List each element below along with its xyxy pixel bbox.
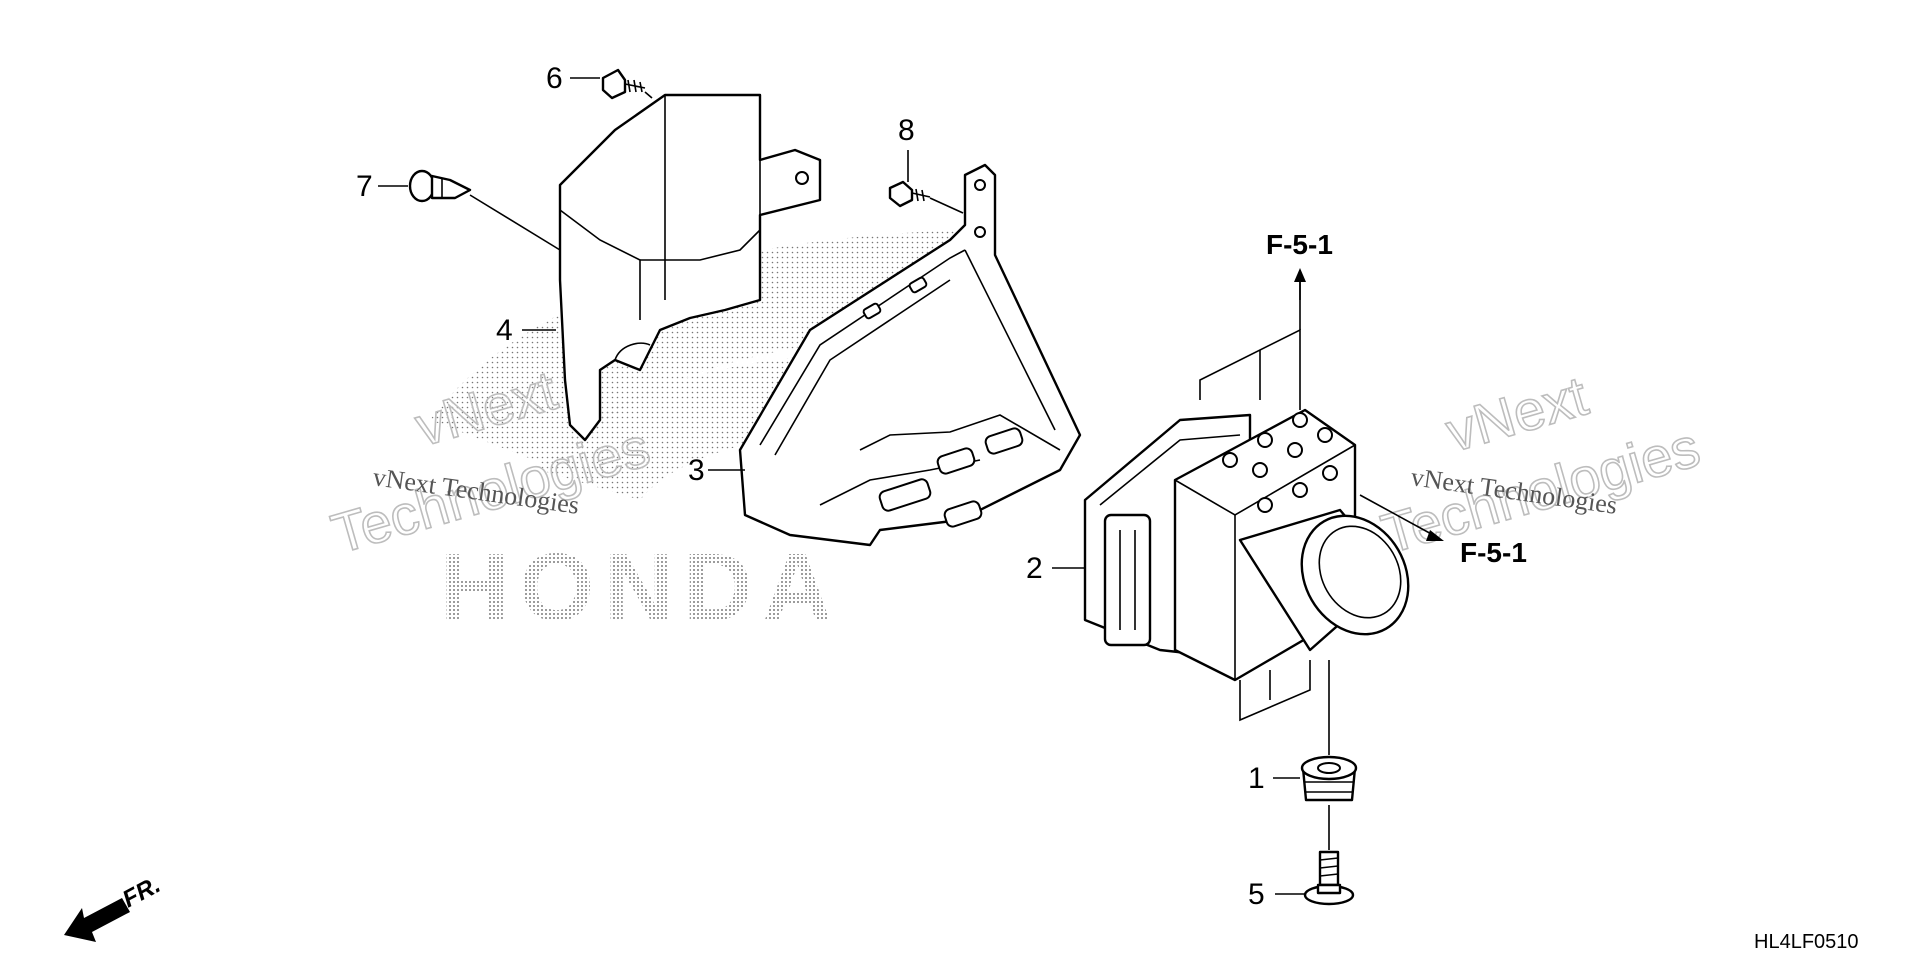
part-2-modulator (1083, 270, 1410, 722)
leader-lines (378, 77, 1305, 895)
callout-8: 8 (898, 114, 915, 147)
part-4-cover (558, 93, 822, 442)
callout-4: 4 (496, 314, 513, 347)
reference-label-right: F-5-1 (1460, 537, 1527, 568)
part-3-bracket (738, 163, 1082, 547)
reference-arrows (1294, 268, 1444, 541)
callout-3: 3 (688, 454, 705, 487)
callout-7: 7 (356, 170, 373, 203)
front-arrow-icon: FR. (64, 871, 165, 942)
honda-logo-watermark: HONDA (430, 230, 960, 641)
part-6-bolt (601, 68, 653, 100)
callout-5: 5 (1248, 878, 1265, 911)
callout-1: 1 (1248, 762, 1265, 795)
diagram-code: HL4LF0510 (1754, 931, 1859, 953)
watermark-right: vNext Technologies (1374, 363, 1707, 566)
callout-6: 6 (546, 62, 563, 95)
callout-2: 2 (1026, 552, 1043, 585)
part-1-grommet (1300, 660, 1358, 850)
reference-label-top: F-5-1 (1266, 229, 1333, 260)
part-7-clip (408, 169, 561, 251)
part-5-bolt (1303, 850, 1355, 906)
part-8-bolt (888, 180, 964, 214)
logo-text: HONDA (440, 534, 842, 641)
